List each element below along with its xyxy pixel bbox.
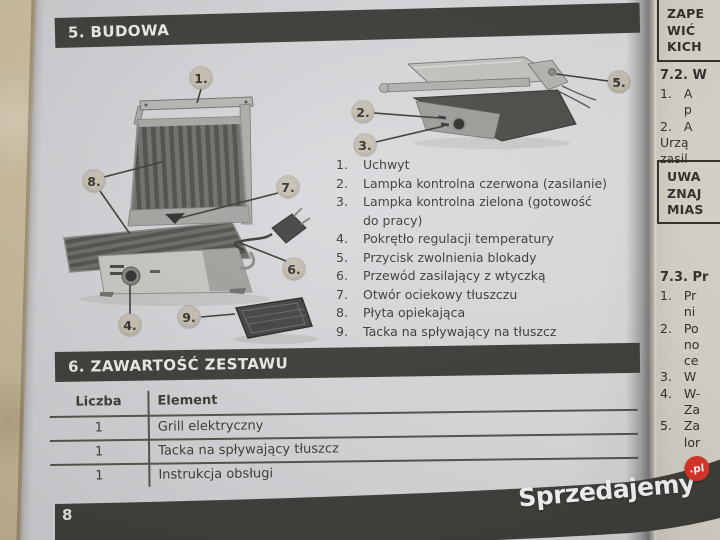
table-cell-qty: 1: [94, 420, 104, 436]
callout-marker-9: 9.: [178, 306, 200, 328]
part-number: 4.: [336, 231, 348, 246]
contents-table: Liczba Element 1 Grill elektryczny 1 Tac…: [49, 385, 640, 494]
part-label: Pokrętło regulacji temperatury: [363, 231, 554, 246]
text-line: 1. A: [660, 86, 693, 101]
warning-box-line: WIĆ: [667, 22, 696, 38]
parts-list-item: 7. Otwór ociekowy tłuszczu: [336, 286, 607, 305]
text-line: 2. Po: [660, 320, 699, 336]
text-lines-7-2: 1. A p 2. A Urzą zasil: [660, 86, 692, 167]
page-crease-shadow: [626, 0, 654, 540]
warning-box-line: KICH: [667, 39, 702, 54]
text-line: 4. W-: [660, 385, 701, 401]
parts-list-item: 1. Uchwyt: [336, 156, 607, 175]
part-number: 8.: [336, 305, 348, 320]
callout-marker-3: 3.: [354, 134, 376, 156]
warning-box-line: UWA: [667, 169, 701, 184]
right-page-edge: [650, 0, 720, 540]
heading-7-2: 7.2. W: [660, 68, 707, 83]
warning-box-top: ZAPE WIĆ KICH: [657, 0, 720, 62]
text-line: Urzą: [660, 134, 689, 150]
part-label: Lampka kontrolna czerwona (zasilanie): [363, 175, 608, 191]
part-label-line1: Lampka kontrolna zielona (gotowość: [363, 194, 592, 209]
text-line: 3. W: [660, 369, 697, 385]
part-label: Płyta opiekająca: [363, 305, 466, 320]
table-cell-item: Instrukcja obsługi: [158, 466, 274, 483]
part-number: 6.: [336, 268, 348, 283]
text-line: lor: [660, 434, 701, 450]
part-label: Otwór ociekowy tłuszczu: [363, 286, 518, 302]
section-header-zawartosc-label: 6. ZAWARTOŚĆ ZESTAWU: [67, 354, 289, 376]
parts-list-item: 2. Lampka kontrolna czerwona (zasilanie): [336, 175, 607, 194]
part-label-line2: do pracy): [363, 212, 423, 228]
table-cell-item: Tacka na spływający tłuszcz: [158, 441, 339, 459]
text-line: ce: [660, 353, 699, 369]
parts-list-item: 3. Lampka kontrolna zielona (gotowość do…: [336, 193, 607, 230]
table-cell-item: Grill elektryczny: [157, 418, 264, 435]
callout-marker-8: 8.: [83, 170, 105, 192]
callout-marker-4: 4.: [119, 314, 141, 336]
warning-box-middle: UWA ZNAJ MIAS: [657, 160, 720, 224]
warning-box-line: ZNAJ: [667, 185, 702, 201]
table-header-item: Element: [157, 392, 218, 409]
part-label: Przycisk zwolnienia blokady: [363, 249, 537, 265]
page-number: 8: [62, 506, 73, 524]
part-number: 9.: [336, 323, 348, 339]
parts-list-item: 9. Tacka na spływający na tłuszcz: [336, 323, 607, 342]
parts-list-item: 4. Pokrętło regulacji temperatury: [336, 230, 607, 249]
text-line: Za: [660, 402, 701, 418]
text-lines-7-3: 1. Pr ni 2. Po no ce 3. W 4. W- Za 5. Za…: [660, 288, 700, 451]
callout-marker-6: 6.: [283, 258, 305, 280]
parts-list-item: 6. Przewód zasilający z wtyczką: [336, 267, 607, 286]
heading-7-3: 7.3. Pr: [660, 270, 709, 285]
warning-box-line: MIAS: [667, 202, 704, 217]
text-line: zasil: [660, 151, 688, 167]
warning-box-line: ZAPE: [667, 6, 705, 21]
table-rule: [49, 408, 638, 419]
text-line: 2. A: [660, 118, 693, 134]
part-label: Przewód zasilający z wtyczką: [363, 268, 546, 283]
part-number: 1.: [336, 157, 348, 172]
part-label: Tacka na spływający na tłuszcz: [363, 323, 557, 339]
part-label: Lampka kontrolna zielona (gotowość do pr…: [363, 193, 592, 230]
part-number: 2.: [336, 175, 348, 191]
table-cell-qty: 1: [95, 468, 104, 484]
callout-marker-5: 5.: [608, 71, 630, 93]
table-cell-qty: 1: [94, 444, 104, 460]
callout-marker-2: 2.: [352, 101, 374, 123]
text-line: 1. Pr: [660, 288, 697, 303]
parts-list-item: 8. Płyta opiekająca: [336, 304, 607, 323]
parts-list-item: 5. Przycisk zwolnienia blokady: [336, 249, 607, 268]
parts-list: 1. Uchwyt 2. Lampka kontrolna czerwona (…: [336, 156, 607, 341]
table-header-qty: Liczba: [75, 394, 122, 410]
text-line: 5. Za: [660, 418, 701, 434]
text-line: p: [660, 102, 692, 118]
part-number: 7.: [336, 286, 348, 302]
part-label: Uchwyt: [363, 157, 410, 172]
part-number: 3.: [336, 194, 348, 209]
callout-marker-7: 7.: [277, 176, 299, 198]
callout-marker-1: 1.: [190, 67, 212, 89]
section-header-budowa-label: 5. BUDOWA: [67, 21, 170, 42]
text-line: ni: [660, 304, 696, 320]
part-number: 5.: [336, 249, 348, 265]
text-line: no: [660, 336, 700, 352]
